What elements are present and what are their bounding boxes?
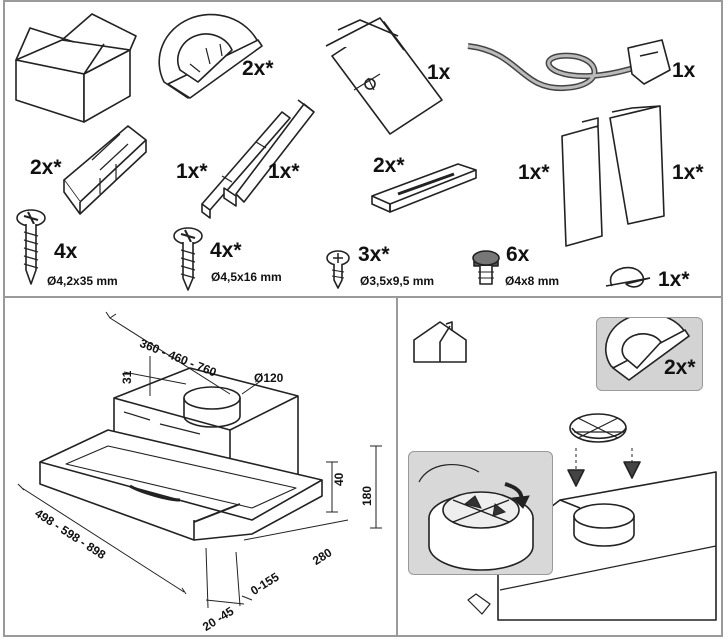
flange-rotation-artwork bbox=[418, 464, 534, 571]
flange-quantity-badge bbox=[596, 313, 703, 391]
screw-b-size: Ø4,5x16 mm bbox=[211, 270, 282, 284]
small-screw-icon bbox=[326, 250, 350, 289]
clip-quantity: 1x* bbox=[658, 268, 690, 291]
round-flange-icon bbox=[604, 313, 691, 381]
screw-d-quantity: 6x bbox=[506, 243, 530, 266]
slotted-strip-icon bbox=[371, 163, 477, 213]
section-divider-vertical bbox=[396, 298, 398, 637]
section-divider-horizontal bbox=[3, 296, 723, 298]
dimension-depth: 40 bbox=[332, 472, 346, 486]
screw-a-size: Ø4,2x35 mm bbox=[47, 274, 118, 288]
dimension-offset: 31 bbox=[120, 370, 134, 384]
instruction-sheets-icon bbox=[325, 17, 443, 135]
machine-screw-icon bbox=[472, 250, 500, 285]
screw-b-quantity: 4x* bbox=[210, 239, 242, 262]
dimension-diameter: Ø120 bbox=[254, 371, 284, 385]
mount-flange-quantity: 2x* bbox=[664, 356, 696, 379]
hood-bracket-icon bbox=[63, 125, 147, 215]
screw-c-size: Ø3,5x9,5 mm bbox=[360, 274, 435, 288]
screw-a-quantity: 4x bbox=[54, 240, 78, 263]
rail-left-quantity: 1x* bbox=[176, 160, 208, 183]
wood-screw-icon bbox=[173, 227, 203, 291]
screw-c-quantity: 3x* bbox=[358, 243, 390, 266]
screw-d-size: Ø4x8 mm bbox=[505, 274, 560, 288]
house-vent-icon bbox=[413, 321, 467, 363]
panel-left-quantity: 1x* bbox=[518, 161, 550, 184]
round-flange-icon bbox=[158, 13, 263, 99]
dimension-height: 180 bbox=[360, 485, 374, 506]
extension-rail-icon bbox=[201, 99, 315, 219]
cable-quantity: 1x bbox=[672, 59, 696, 82]
flange-rotation-inset bbox=[408, 451, 553, 575]
wood-screw-icon bbox=[16, 209, 46, 285]
cable-clip-icon bbox=[605, 266, 651, 288]
manual-quantity: 1x bbox=[427, 61, 451, 84]
cardboard-box-icon bbox=[15, 13, 137, 123]
power-cable-icon bbox=[467, 39, 671, 92]
side-panel-icon bbox=[561, 105, 665, 247]
hood-drawing bbox=[17, 311, 382, 609]
panel-right-quantity: 1x* bbox=[672, 161, 704, 184]
push-down-arrow-icon bbox=[567, 469, 585, 487]
bracket-quantity: 2x* bbox=[30, 156, 62, 179]
rail-right-quantity: 1x* bbox=[268, 160, 300, 183]
flange-quantity: 2x* bbox=[242, 57, 274, 80]
strip-quantity: 2x* bbox=[373, 154, 405, 177]
